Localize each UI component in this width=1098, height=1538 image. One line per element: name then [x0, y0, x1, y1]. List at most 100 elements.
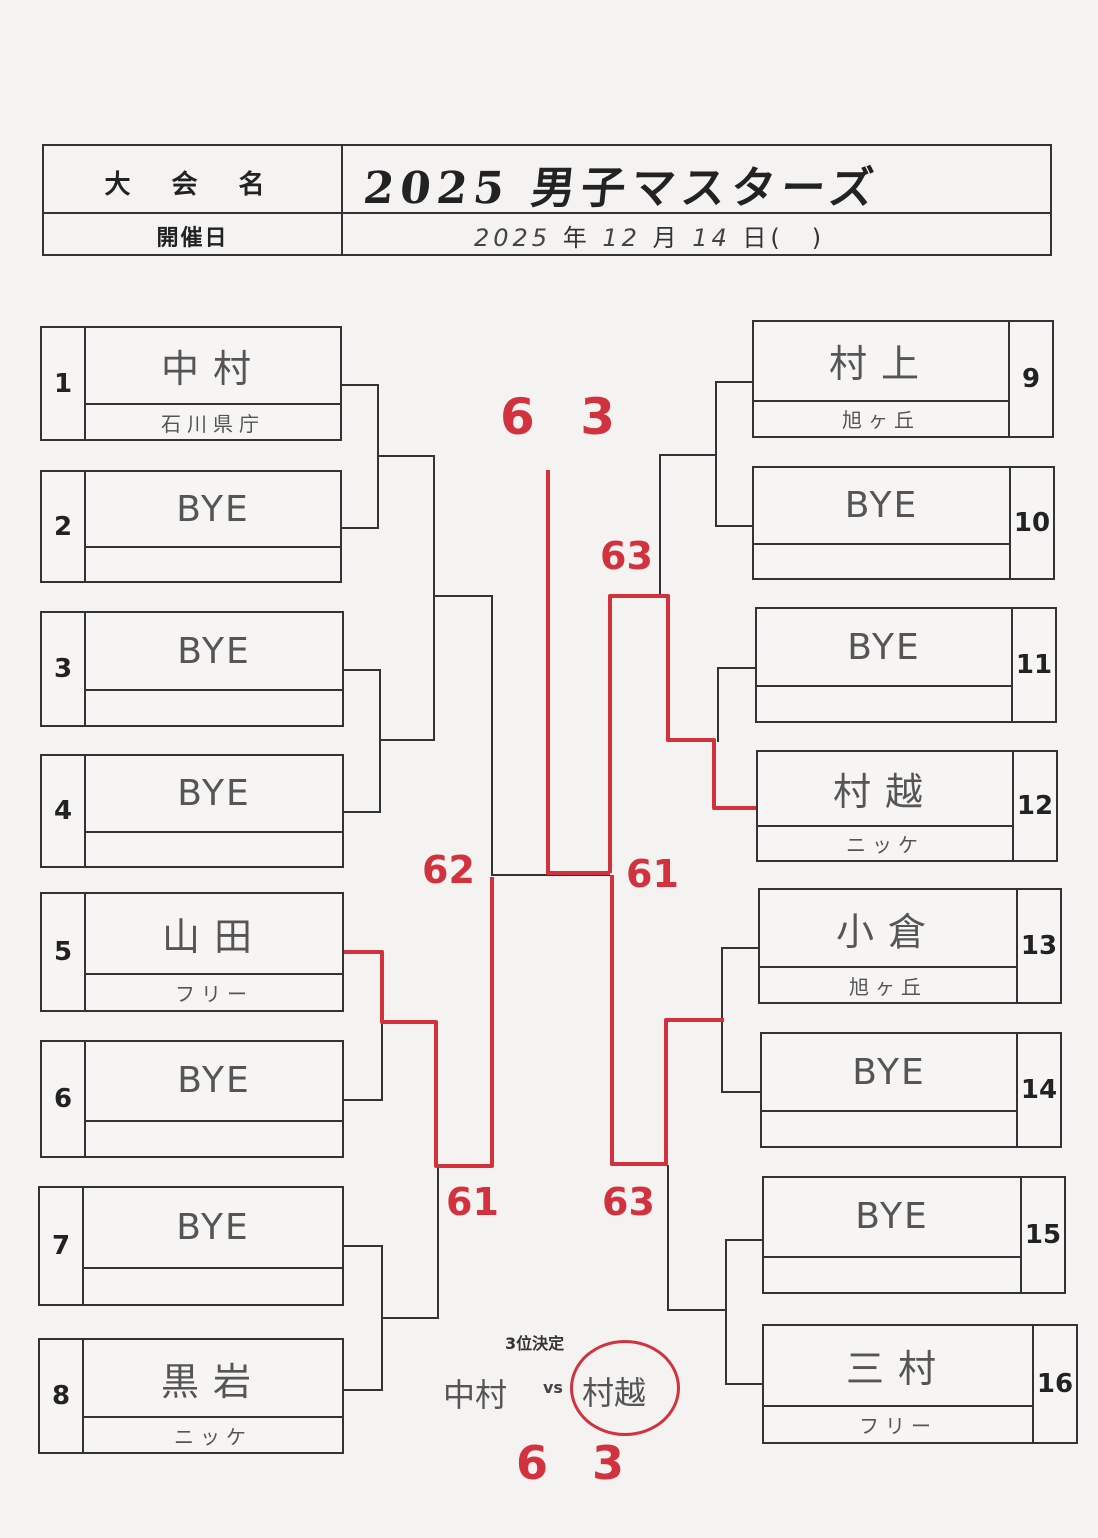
player-slot-3: 3 BYE — [40, 611, 344, 727]
left-qf-score: 61 — [446, 1180, 499, 1224]
seed-number: 4 — [42, 756, 86, 866]
left-r3-line-1 — [434, 595, 498, 876]
seed-number: 13 — [1016, 890, 1060, 1002]
seed-number: 10 — [1009, 468, 1053, 578]
seed-number: 8 — [40, 1340, 84, 1452]
player-name: BYE — [176, 1206, 250, 1248]
seed-number: 6 — [42, 1042, 86, 1156]
seed-number: 5 — [42, 894, 86, 1010]
player-name: BYE — [847, 626, 921, 668]
player-name: BYE — [176, 488, 250, 530]
player-club: フリー — [764, 1404, 1032, 1442]
player-club: 旭ヶ丘 — [760, 966, 1016, 1002]
third-place-score: 6 3 — [516, 1436, 639, 1490]
left-r1-line-1 — [342, 384, 379, 529]
event-date: 2025 年 12 月 14 日( ) — [474, 218, 825, 253]
date-month: 12 — [602, 224, 641, 252]
seed-number: 3 — [42, 613, 86, 725]
player-slot-16: 16 三村 フリー — [762, 1324, 1078, 1444]
player-slot-7: 7 BYE — [38, 1186, 344, 1306]
right-qf-top-score: 63 — [600, 534, 653, 578]
seed-number: 7 — [40, 1188, 84, 1304]
player-slot-2: 2 BYE — [40, 470, 342, 583]
right-r1-line-1 — [715, 381, 752, 527]
left-r2-line-1 — [378, 455, 435, 741]
right-semi-score: 61 — [626, 852, 679, 896]
third-place-label: 3位決定 — [505, 1334, 565, 1353]
player-slot-12: 12 村越 ニッケ — [756, 750, 1058, 862]
right-r1-line-3 — [721, 947, 760, 1093]
right-r2-line-1 — [659, 454, 716, 596]
player-name: 山田 — [161, 914, 266, 959]
player-slot-1: 1 中村 石川県庁 — [40, 326, 342, 441]
player-club — [86, 689, 342, 725]
player-club — [754, 542, 1009, 578]
player-club — [86, 1119, 342, 1156]
player-club: ニッケ — [758, 825, 1012, 860]
player-club — [86, 546, 340, 581]
player-name: 中村 — [160, 347, 265, 392]
right-r1-line-4 — [725, 1239, 762, 1385]
winner-line-right-bottom — [610, 875, 724, 1166]
player-club: ニッケ — [84, 1416, 342, 1452]
player-slot-14: 14 BYE — [760, 1032, 1062, 1148]
final-score: 6 3 — [500, 388, 629, 446]
date-day: 14 — [692, 224, 731, 252]
header-row-event — [44, 146, 1050, 214]
player-name: BYE — [855, 1196, 929, 1238]
player-name: 三村 — [845, 1346, 950, 1391]
seed-number: 16 — [1032, 1326, 1076, 1442]
player-club — [86, 830, 342, 866]
left-semi-score: 62 — [422, 848, 475, 892]
left-r1-line-4 — [344, 1245, 383, 1391]
player-slot-5: 5 山田 フリー — [40, 892, 344, 1012]
date-year: 2025 — [474, 224, 552, 252]
date-month-unit: 月 — [652, 224, 681, 252]
date-day-unit: 日( ) — [742, 224, 826, 252]
right-r1-line-2 — [717, 667, 755, 742]
seed-number: 14 — [1016, 1034, 1060, 1146]
player-slot-10: 10 BYE — [752, 466, 1055, 580]
player-name: BYE — [852, 1051, 926, 1093]
seed-number: 2 — [42, 472, 86, 581]
winner-line-final — [546, 470, 610, 875]
right-qf-bottom-score: 63 — [602, 1180, 655, 1224]
player-club: 旭ヶ丘 — [754, 399, 1008, 436]
third-place-player-a: 中村 — [443, 1376, 508, 1414]
player-club: 石川県庁 — [86, 403, 340, 439]
winner-circle — [570, 1340, 680, 1436]
seed-number: 1 — [42, 328, 86, 439]
left-r1-line-2 — [344, 669, 381, 813]
player-slot-4: 4 BYE — [40, 754, 344, 868]
winner-line-left — [344, 877, 494, 1168]
player-name: BYE — [177, 772, 251, 814]
player-name: 村上 — [828, 342, 933, 387]
player-name: 村越 — [832, 770, 937, 815]
seed-number: 9 — [1008, 322, 1052, 436]
header-table: 大 会 名 開催日 2025 男子マスターズ 2025 年 12 月 14 日(… — [42, 144, 1052, 256]
player-name: BYE — [177, 630, 251, 672]
player-club: フリー — [86, 972, 342, 1010]
player-slot-9: 9 村上 旭ヶ丘 — [752, 320, 1054, 438]
left-r1-line-3 — [344, 1022, 383, 1101]
player-slot-8: 8 黒岩 ニッケ — [38, 1338, 344, 1454]
player-club — [757, 685, 1011, 721]
player-slot-6: 6 BYE — [40, 1040, 344, 1158]
third-place-vs: vs — [543, 1378, 563, 1397]
seed-number: 12 — [1012, 752, 1056, 860]
left-r2-line-2 — [382, 1168, 439, 1319]
player-slot-11: 11 BYE — [755, 607, 1057, 723]
player-name: BYE — [844, 484, 919, 526]
player-club — [764, 1255, 1020, 1292]
player-club — [762, 1110, 1016, 1146]
player-slot-13: 13 小倉 旭ヶ丘 — [758, 888, 1062, 1004]
player-club — [84, 1266, 342, 1304]
player-name: 小倉 — [835, 909, 940, 954]
event-label: 大 会 名 — [104, 170, 281, 200]
date-label: 開催日 — [156, 226, 229, 251]
player-slot-15: 15 BYE — [762, 1176, 1066, 1294]
player-name: BYE — [177, 1060, 251, 1102]
header-divider — [341, 146, 343, 254]
